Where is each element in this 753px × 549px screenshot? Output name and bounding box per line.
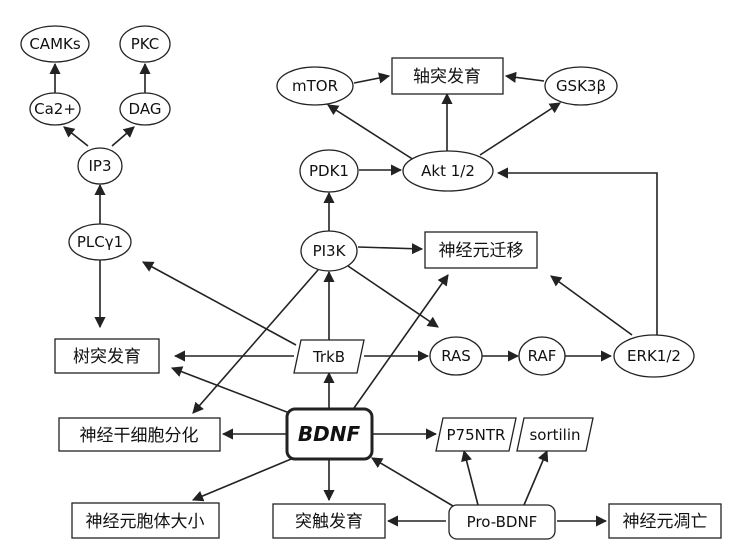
node-probdnf: Pro-BDNF [448, 504, 556, 540]
node-ras: RAS [429, 336, 483, 376]
edge-erk-migration [550, 275, 633, 336]
node-dendrite: 树突发育 [54, 338, 160, 374]
node-pi3k: PI3K [300, 230, 358, 272]
node-ip3: IP3 [77, 147, 123, 185]
node-diff: 神经干细胞分化 [58, 417, 221, 452]
node-bdnf: BDNF [285, 407, 374, 461]
node-axon-label: 轴突发育 [413, 67, 481, 87]
node-ca2-label: Ca2+ [34, 100, 76, 118]
node-axon: 轴突发育 [391, 57, 504, 95]
node-trkb: TrkB [293, 339, 365, 374]
node-gsk3b: GSK3β [544, 66, 618, 106]
node-pkc-label: PKC [131, 35, 160, 53]
node-apoptosis-label: 神经元凋亡 [623, 512, 708, 532]
edge-probdnf-bdnf [371, 457, 459, 510]
node-sortilin-label: sortilin [529, 426, 580, 444]
node-plcg1: PLCγ1 [68, 223, 132, 261]
node-diff-label: 神经干细胞分化 [80, 426, 199, 446]
node-dendrite-label: 树突发育 [73, 347, 141, 367]
node-bdnf-label: BDNF [298, 422, 361, 446]
edges [49, 62, 658, 527]
edge-akt-gsk3b [479, 102, 561, 156]
node-mtor-label: mTOR [292, 77, 338, 95]
node-trkb-label: TrkB [312, 348, 345, 366]
node-sortilin: sortilin [516, 417, 594, 452]
edge-bdnf-dendrite [170, 366, 293, 415]
edge-ip3-ca2 [63, 126, 89, 147]
edge-mtor-axon [353, 72, 391, 84]
node-raf-label: RAF [528, 347, 557, 365]
node-p75: P75NTR [435, 417, 517, 452]
node-pdk1-label: PDK1 [309, 162, 349, 180]
node-pdk1: PDK1 [299, 149, 359, 193]
edge-pi3k-ras [347, 265, 439, 328]
edge-pi3k-migration [357, 243, 424, 255]
node-ca2: Ca2+ [29, 92, 81, 126]
edge-pi3k-diff [192, 269, 319, 414]
node-gsk3b-label: GSK3β [556, 77, 606, 95]
node-ip3-label: IP3 [88, 157, 111, 175]
node-soma-label: 神经元胞体大小 [86, 512, 205, 532]
edge-gsk3b-axon [504, 71, 545, 83]
node-pi3k-label: PI3K [313, 242, 347, 260]
node-pkc: PKC [119, 25, 171, 63]
edge-bdnf-migration [353, 274, 449, 409]
node-synapse: 突触发育 [272, 503, 386, 539]
edge-trkb-plcg1 [142, 261, 297, 346]
node-apoptosis: 神经元凋亡 [608, 503, 722, 539]
node-probdnf-label: Pro-BDNF [467, 513, 538, 531]
node-mtor: mTOR [276, 66, 354, 106]
node-camks-label: CAMKs [29, 35, 81, 53]
node-synapse-label: 突触发育 [295, 512, 363, 532]
node-raf: RAF [518, 336, 566, 376]
node-ras-label: RAS [441, 347, 471, 365]
node-soma: 神经元胞体大小 [71, 502, 220, 539]
node-dag-label: DAG [129, 100, 162, 118]
edge-akt-mtor [327, 104, 415, 161]
edge-probdnf-sortilin [523, 449, 549, 506]
edge-erk-akt [496, 167, 658, 335]
node-erk-label: ERK1/2 [627, 347, 681, 365]
node-dag: DAG [119, 92, 171, 126]
node-akt: Akt 1/2 [402, 150, 494, 192]
node-erk: ERK1/2 [613, 334, 695, 378]
edge-probdnf-p75 [461, 449, 479, 506]
node-plcg1-label: PLCγ1 [77, 233, 123, 251]
node-akt-label: Akt 1/2 [421, 162, 475, 180]
edge-bdnf-soma [191, 456, 297, 502]
node-camks: CAMKs [20, 25, 90, 63]
node-p75-label: P75NTR [447, 426, 506, 444]
node-migration: 神经元迁移 [424, 231, 538, 269]
edge-ip3-dag [111, 126, 135, 147]
node-migration-label: 神经元迁移 [439, 241, 524, 261]
